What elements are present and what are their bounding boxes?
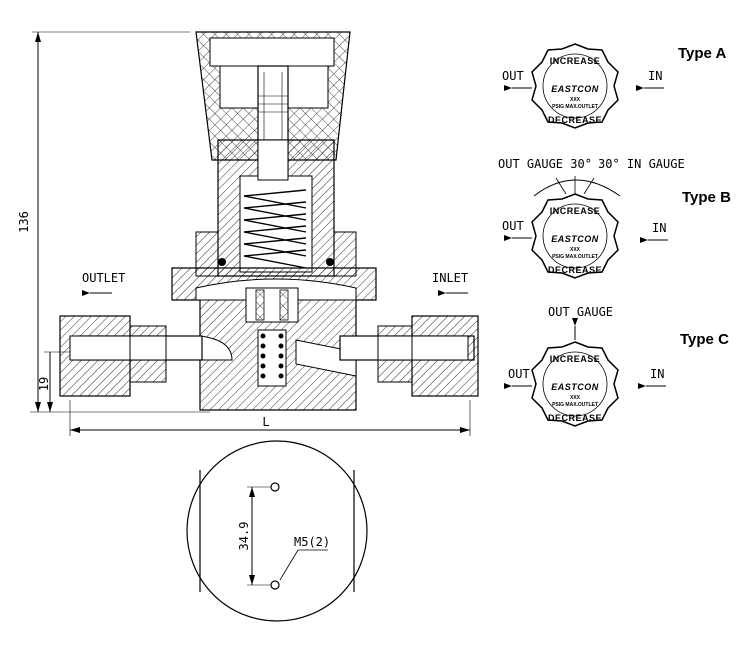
port-offset-dimension: 19 xyxy=(37,377,51,391)
thread-label: M5(2) xyxy=(294,535,330,549)
svg-text:INCREASE: INCREASE xyxy=(550,56,601,66)
type-b-out: OUT xyxy=(502,219,524,233)
svg-text:EASTCON: EASTCON xyxy=(551,84,599,94)
svg-text:INCREASE: INCREASE xyxy=(550,354,601,364)
spring xyxy=(243,189,307,269)
knob-a: INCREASE EASTCON XXX PSIG MAX.OUTLET DEC… xyxy=(531,43,619,129)
panel-circle xyxy=(186,440,368,622)
knob-b: INCREASE EASTCON XXX PSIG MAX.OUTLET DEC… xyxy=(531,193,619,279)
type-b-gauge-right: 30° IN GAUGE xyxy=(598,157,685,171)
svg-text:EASTCON: EASTCON xyxy=(551,382,599,392)
svg-text:XXX: XXX xyxy=(570,395,581,401)
type-a-in: IN xyxy=(648,69,662,83)
svg-text:PSIG MAX.OUTLET: PSIG MAX.OUTLET xyxy=(552,402,598,408)
svg-text:PSIG MAX.OUTLET: PSIG MAX.OUTLET xyxy=(552,254,598,260)
svg-text:XXX: XXX xyxy=(570,97,581,103)
svg-text:DECREASE: DECREASE xyxy=(548,413,602,423)
type-b-in: IN xyxy=(652,221,666,235)
type-a-title: Type A xyxy=(678,45,727,62)
type-a: Type A INCREASE EASTCON XXX PSIG MAX.OUT… xyxy=(502,43,727,129)
length-dimension: L xyxy=(262,415,269,429)
svg-text:EASTCON: EASTCON xyxy=(551,234,599,244)
type-c-in: IN xyxy=(650,367,664,381)
panel-mount-view: 34.9 M5(2) xyxy=(186,440,368,622)
svg-text:DECREASE: DECREASE xyxy=(548,265,602,275)
hole-spacing-dimension: 34.9 xyxy=(237,522,251,551)
svg-text:DECREASE: DECREASE xyxy=(548,115,602,125)
type-a-out: OUT xyxy=(502,69,524,83)
type-c-gauge-top: OUT GAUGE xyxy=(548,305,613,319)
svg-text:PSIG MAX.OUTLET: PSIG MAX.OUTLET xyxy=(552,104,598,110)
inlet-label: INLET xyxy=(432,271,468,285)
knob-c: INCREASE EASTCON XXX PSIG MAX.OUTLET DEC… xyxy=(531,341,619,427)
type-b-gauge-left: OUT GAUGE 30° xyxy=(498,157,592,171)
type-c: OUT GAUGE Type C INCREASE EASTCON XXX PS… xyxy=(504,305,729,427)
section-view: 136 19 L xyxy=(17,31,479,436)
svg-text:XXX: XXX xyxy=(570,247,581,253)
mount-hole-top xyxy=(270,482,280,492)
svg-text:INCREASE: INCREASE xyxy=(550,206,601,216)
type-b-title: Type B xyxy=(682,189,731,206)
type-c-out: OUT xyxy=(508,367,530,381)
type-b: OUT GAUGE 30° 30° IN GAUGE Type B INCREA… xyxy=(498,157,731,279)
height-dimension: 136 xyxy=(17,211,31,233)
type-c-title: Type C xyxy=(680,331,729,348)
outlet-label: OUTLET xyxy=(82,271,125,285)
mount-hole-bottom xyxy=(270,580,280,590)
